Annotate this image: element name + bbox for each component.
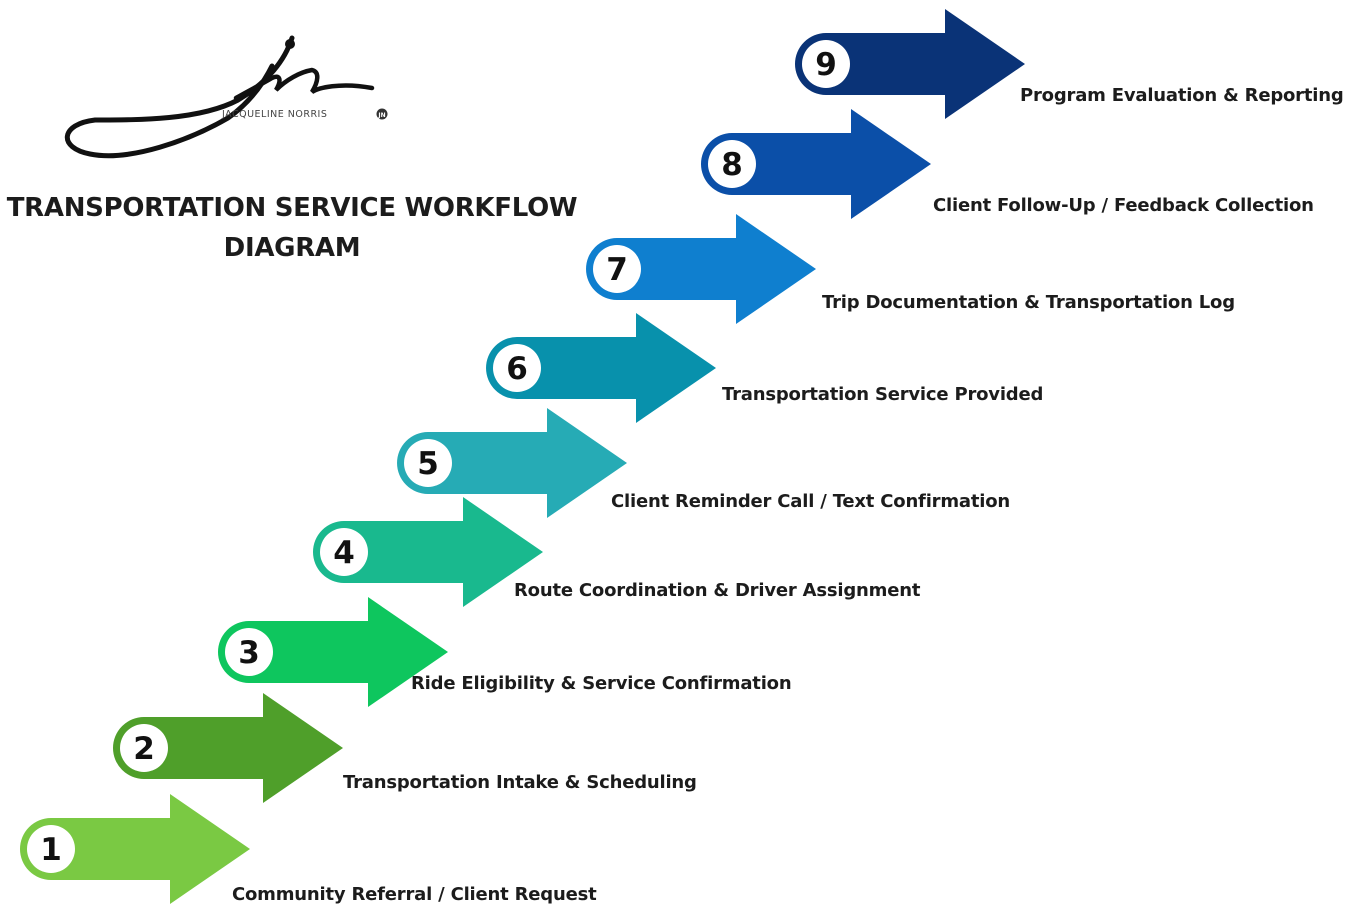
- step-arrow-2: [113, 693, 343, 803]
- step-number-1: 1: [40, 832, 62, 868]
- step-4: 4: [313, 497, 543, 607]
- step-label-1: Community Referral / Client Request: [232, 884, 597, 905]
- logo-dot: [285, 39, 295, 49]
- step-arrow-3: [218, 597, 448, 707]
- step-7: 7: [586, 214, 816, 324]
- step-number-badge-2: [120, 724, 168, 772]
- step-label-5: Client Reminder Call / Text Confirmation: [611, 491, 1010, 512]
- page-title-line-2: DIAGRAM: [223, 233, 361, 263]
- step-number-badge-1: [27, 825, 75, 873]
- step-number-3: 3: [238, 635, 260, 671]
- step-5: 5: [397, 408, 627, 518]
- step-number-badge-7: [593, 245, 641, 293]
- step-arrow-7: [586, 214, 816, 324]
- step-2: 2: [113, 693, 343, 803]
- logo-badge-icon: JN: [376, 108, 388, 120]
- page-title-line-1: TRANSPORTATION SERVICE WORKFLOW: [6, 193, 578, 223]
- step-number-5: 5: [417, 446, 439, 482]
- step-number-6: 6: [506, 351, 528, 387]
- step-number-badge-4: [320, 528, 368, 576]
- step-arrow-4: [313, 497, 543, 607]
- step-number-badge-6: [493, 344, 541, 392]
- step-number-badge-3: [225, 628, 273, 676]
- logo-signature-n: [233, 67, 375, 101]
- step-label-2: Transportation Intake & Scheduling: [343, 772, 697, 793]
- step-9: 9: [795, 9, 1025, 119]
- step-arrow-1: [20, 794, 250, 904]
- step-8: 8: [701, 109, 931, 219]
- svg-text:JN: JN: [377, 112, 385, 119]
- step-1: 1: [20, 794, 250, 904]
- step-3: 3: [218, 597, 448, 707]
- logo-signature-j: [64, 35, 295, 159]
- step-label-4: Route Coordination & Driver Assignment: [514, 580, 921, 601]
- step-number-4: 4: [333, 535, 355, 571]
- step-number-badge-8: [708, 140, 756, 188]
- workflow-steps: 1 2 3 4 5 6 7 8 9: [20, 9, 1025, 904]
- step-arrow-6: [486, 313, 716, 423]
- step-arrow-8: [701, 109, 931, 219]
- step-label-8: Client Follow-Up / Feedback Collection: [933, 195, 1314, 216]
- step-label-6: Transportation Service Provided: [722, 384, 1044, 405]
- step-number-badge-5: [404, 439, 452, 487]
- step-number-badge-9: [802, 40, 850, 88]
- step-arrow-9: [795, 9, 1025, 119]
- step-arrow-5: [397, 408, 627, 518]
- step-number-2: 2: [133, 731, 155, 767]
- step-number-8: 8: [721, 147, 743, 183]
- step-label-9: Program Evaluation & Reporting: [1020, 85, 1344, 106]
- step-number-9: 9: [815, 47, 837, 83]
- step-label-3: Ride Eligibility & Service Confirmation: [411, 673, 792, 694]
- step-label-7: Trip Documentation & Transportation Log: [822, 292, 1235, 313]
- logo: JACQUELINE NORRIS JN: [64, 35, 388, 159]
- step-6: 6: [486, 313, 716, 423]
- logo-brand-name: JACQUELINE NORRIS: [221, 109, 327, 120]
- step-number-7: 7: [606, 252, 628, 288]
